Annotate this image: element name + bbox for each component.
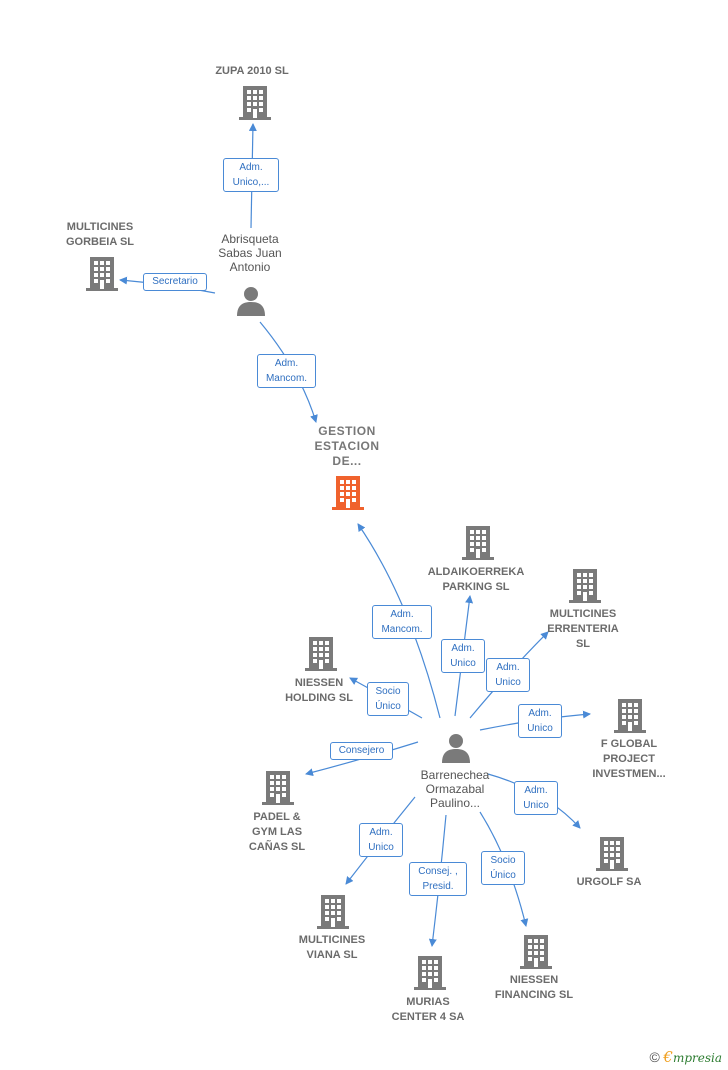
building-icon <box>86 257 118 291</box>
node-zupa-label[interactable]: ZUPA 2010 SL <box>215 65 289 77</box>
edge-label-adm-unico: Adm. Unico <box>518 704 562 738</box>
node-barrenechea-label[interactable]: Barrenechea Ormazabal Paulino... <box>420 768 490 810</box>
building-icon <box>239 86 271 120</box>
building-icon <box>569 569 601 603</box>
building-icon <box>414 956 446 990</box>
node-padel-label[interactable]: PADEL & GYM LAS CAÑAS SL <box>248 811 306 853</box>
edge-label-consej-presid: Consej. , Presid. <box>409 862 467 896</box>
edge-label-adm-unico: Adm. Unico <box>441 639 485 673</box>
edge-label-secretario: Secretario <box>143 273 207 291</box>
building-icon <box>317 895 349 929</box>
edge-label-adm-mancom: Adm. Mancom. <box>257 354 316 388</box>
person-icon <box>237 287 265 316</box>
node-errenteria-label[interactable]: MULTICINES ERRENTERIA SL <box>547 608 619 650</box>
copyright-symbol: © <box>649 1049 660 1065</box>
building-icon <box>520 935 552 969</box>
node-viana-label[interactable]: MULTICINES VIANA SL <box>298 934 366 961</box>
node-gestion-label[interactable]: GESTION ESTACION DE... <box>314 424 380 468</box>
building-icon <box>332 476 364 510</box>
edge-label-socio-unico: Socio Único <box>481 851 525 885</box>
building-icon <box>262 771 294 805</box>
building-icon <box>305 637 337 671</box>
building-icon <box>614 699 646 733</box>
node-abrisqueta-label[interactable]: Abrisqueta Sabas Juan Antonio <box>218 232 282 274</box>
node-gorbeia-label[interactable]: MULTICINES GORBEIA SL <box>65 221 135 248</box>
brand-name: mpresia <box>672 1051 722 1065</box>
node-aldaikoerreka-label[interactable]: ALDAIKOERREKA PARKING SL <box>427 566 525 593</box>
edge-label-socio-unico: Socio Único <box>367 682 409 716</box>
edge-label-adm-mancom: Adm. Mancom. <box>372 605 432 639</box>
edge-label-adm-unico: Adm. Unico <box>486 658 530 692</box>
node-murias-label[interactable]: MURIAS CENTER 4 SA <box>391 996 465 1023</box>
person-icon <box>442 734 470 763</box>
edge-label-adm-unico: Adm. Unico,... <box>223 158 279 192</box>
building-icon <box>596 837 628 871</box>
node-niessen-financing-label[interactable]: NIESSEN FINANCING SL <box>494 974 574 1001</box>
edge-label-consejero: Consejero <box>330 742 393 760</box>
node-urgolf-label[interactable]: URGOLF SA <box>576 876 642 888</box>
node-niessen-holding-label[interactable]: NIESSEN HOLDING SL <box>285 677 353 704</box>
brand-initial: € <box>663 1048 673 1066</box>
footer-brand: © €mpresia <box>649 1048 722 1066</box>
node-fglobal-label[interactable]: F GLOBAL PROJECT INVESTMEN... <box>592 738 666 780</box>
building-icon <box>462 526 494 560</box>
edge-label-adm-unico: Adm. Unico <box>514 781 558 815</box>
edge-label-adm-unico: Adm. Unico <box>359 823 403 857</box>
